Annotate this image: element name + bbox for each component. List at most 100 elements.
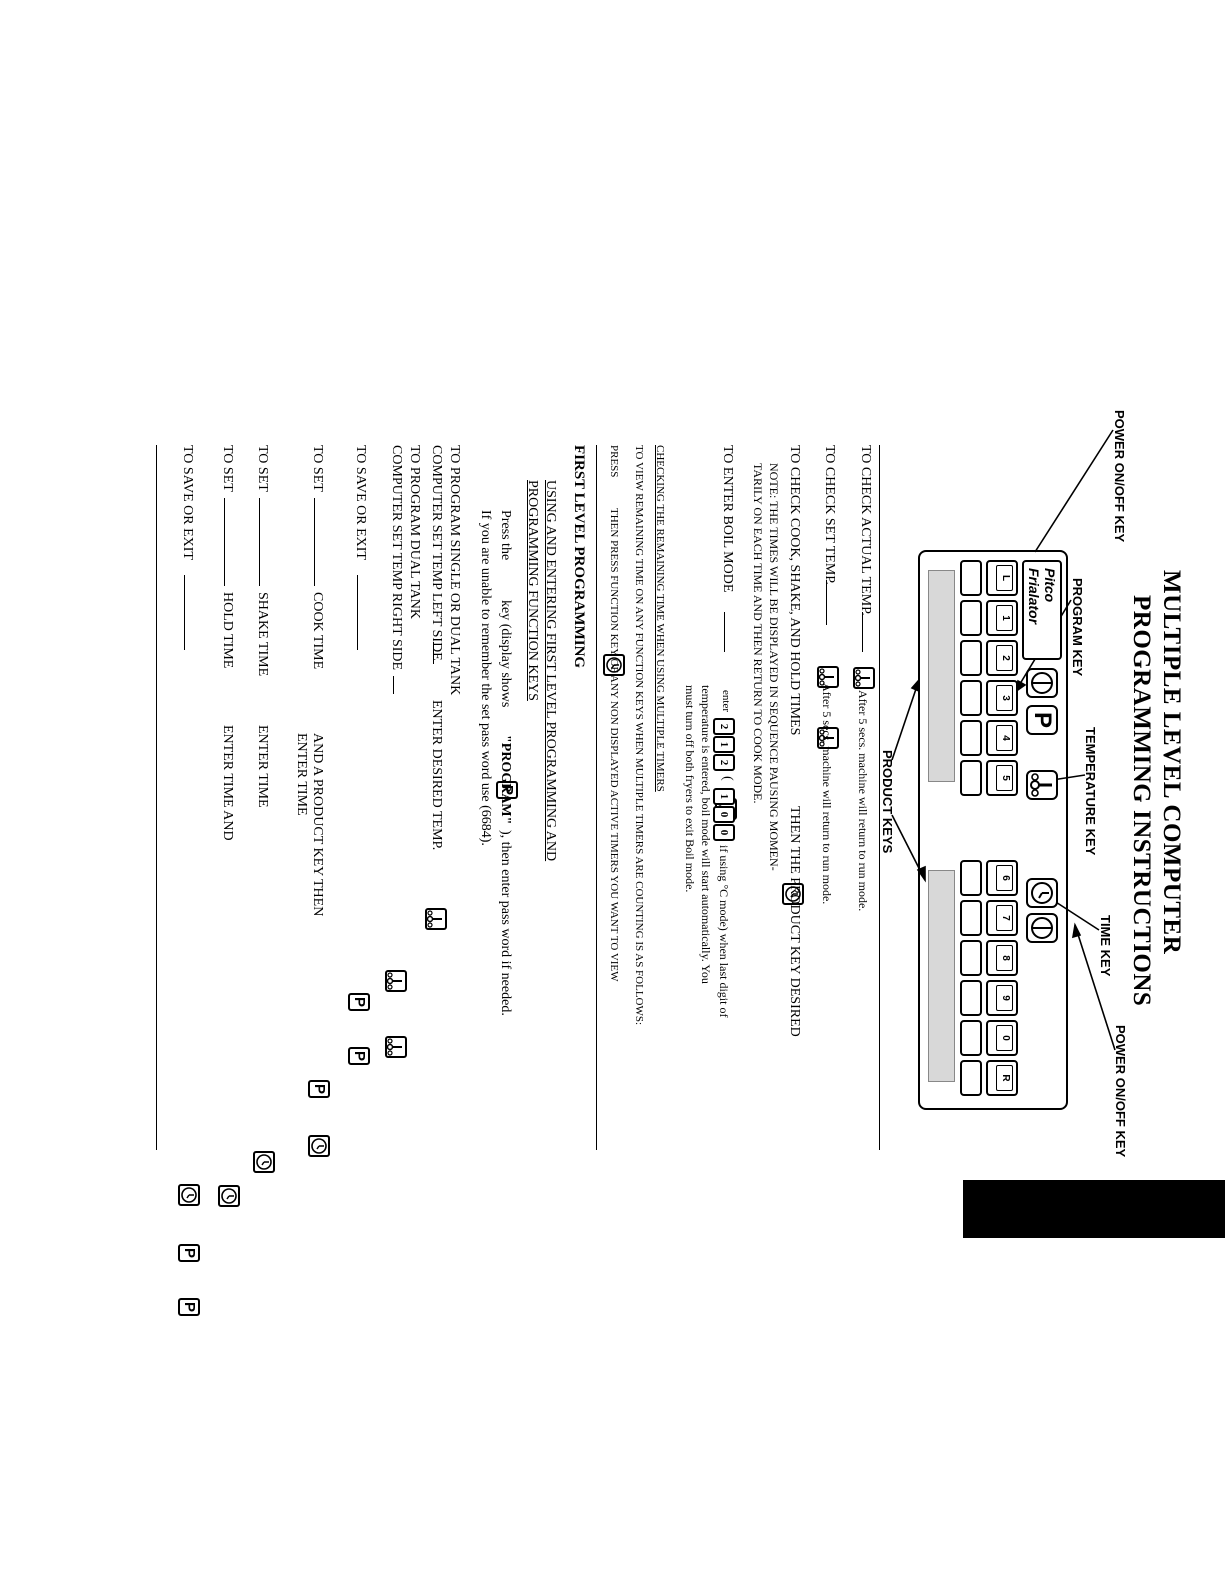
temperature-key-icon <box>817 727 839 749</box>
product-key-6[interactable]: 6 <box>986 860 1018 896</box>
boil-enter: enter <box>720 690 732 712</box>
power-key-right[interactable] <box>1026 913 1058 943</box>
product-key-2[interactable]: 2 <box>986 640 1018 676</box>
program-key[interactable]: P <box>1026 705 1058 735</box>
product-key-8[interactable]: 8 <box>986 940 1018 976</box>
product-key-l[interactable]: L <box>986 560 1018 596</box>
leader-line <box>357 575 358 650</box>
divider <box>156 445 157 1150</box>
product-key-7[interactable]: 7 <box>986 900 1018 936</box>
timers-header: CHECKING THE REMAINING TIME WHEN USING M… <box>654 445 666 792</box>
first-level-header: FIRST LEVEL PROGRAMMING <box>571 445 587 669</box>
blank-key[interactable] <box>960 1020 982 1056</box>
program-key-icon: P <box>348 993 370 1011</box>
blank-key[interactable] <box>960 640 982 676</box>
blank-key[interactable] <box>960 860 982 896</box>
prog-dual-2: COMPUTER SET TEMP RIGHT SIDE <box>389 445 404 671</box>
blank-key[interactable] <box>960 720 982 756</box>
program-key-icon: P <box>308 1080 330 1098</box>
key-text: key (display shows <box>498 600 513 708</box>
program-key-letter: P <box>311 1083 328 1094</box>
product-key-9[interactable]: 9 <box>986 980 1018 1016</box>
product-key-label: L <box>996 565 1013 591</box>
product-key-label: 6 <box>996 865 1013 891</box>
product-key-label: 7 <box>996 905 1013 931</box>
and-product: AND A PRODUCT KEY THEN <box>310 733 325 917</box>
product-key-label: 5 <box>996 765 1013 791</box>
timers-line2: THEN PRESS FUNCTION KEY OF ANY NON DISPL… <box>608 508 620 982</box>
enter-time-shake: ENTER TIME <box>255 725 270 808</box>
product-key-label: 4 <box>996 725 1013 751</box>
unable-text: If you are unable to remember the set pa… <box>478 510 493 846</box>
product-key-label: 9 <box>996 985 1013 1011</box>
product-key-label: R <box>996 1065 1013 1091</box>
time-key-icon <box>178 1184 200 1206</box>
power-key-left[interactable] <box>1026 668 1058 698</box>
digit-key: 0 <box>713 824 735 841</box>
boil-paren: ( <box>720 776 735 781</box>
blank-key[interactable] <box>960 560 982 596</box>
product-key-1[interactable]: 1 <box>986 600 1018 636</box>
program-key-letter: P <box>351 996 368 1007</box>
program-key-icon: P <box>348 1047 370 1065</box>
digit-label: 2 <box>718 723 730 730</box>
cook-time: COOK TIME <box>310 592 325 670</box>
actual-temp-note: After 5 secs. machine will return to run… <box>856 690 870 912</box>
digit-key: 1 <box>713 788 735 805</box>
to-set-cook: TO SET <box>310 445 325 492</box>
check-set-temp: TO CHECK SET TEMP. <box>822 445 837 586</box>
product-key-5[interactable]: 5 <box>986 760 1018 796</box>
program-key-letter: P <box>181 1247 198 1258</box>
product-key-0[interactable]: 0 <box>986 1020 1018 1056</box>
check-cook-times: TO CHECK COOK, SHAKE, AND HOLD TIMES <box>787 445 802 736</box>
blank-key[interactable] <box>960 900 982 936</box>
temperature-key[interactable] <box>1026 770 1058 800</box>
temperature-key-icon <box>817 666 839 688</box>
cook-note-1: NOTE: THE TIMES WILL BE DISPLAYED IN SEQ… <box>767 463 781 871</box>
product-key-3[interactable]: 3 <box>986 680 1018 716</box>
digit-label: 0 <box>718 811 730 818</box>
time-key[interactable] <box>1026 878 1058 908</box>
temperature-key-icon <box>385 970 407 992</box>
program-key-letter: P <box>351 1050 368 1061</box>
blank-key[interactable] <box>960 1060 982 1096</box>
hold-time: HOLD TIME <box>220 592 235 669</box>
divider <box>596 445 597 1150</box>
logo-line2: Frialator <box>1026 568 1042 625</box>
prog-single: TO PROGRAM SINGLE OR DUAL TANK <box>447 445 462 696</box>
temperature-key-icon <box>385 1036 407 1058</box>
display-left <box>928 570 955 782</box>
blank-key[interactable] <box>960 980 982 1016</box>
logo-line1: Pitco <box>1042 568 1058 603</box>
boil-note-1: if using °C mode) when last digit of <box>717 845 731 1018</box>
product-key-label: 3 <box>996 685 1013 711</box>
product-key-r[interactable]: R <box>986 1060 1018 1096</box>
product-key-label: 0 <box>996 1025 1013 1051</box>
program-key-icon: P <box>178 1244 200 1262</box>
time-key-icon <box>218 1185 240 1207</box>
product-key-4[interactable]: 4 <box>986 720 1018 756</box>
clock-icon <box>1031 882 1053 904</box>
time-key-icon <box>603 654 625 676</box>
blank-key[interactable] <box>960 940 982 976</box>
time-key-icon <box>782 883 804 905</box>
to-set-shake: TO SET <box>255 445 270 492</box>
cook-note-2: TARILY ON EACH TIME AND THEN RETURN TO C… <box>751 463 765 804</box>
power-icon <box>1031 917 1053 939</box>
enter-time-cook: ENTER TIME <box>294 733 309 816</box>
digit-key: 2 <box>713 718 735 735</box>
blank-key[interactable] <box>960 600 982 636</box>
thermometer-icon <box>1030 773 1052 797</box>
digit-label: 0 <box>718 829 730 836</box>
digit-key: 2 <box>713 754 735 771</box>
temperature-key-icon <box>425 908 447 930</box>
digit-label: 2 <box>718 759 730 766</box>
then-enter: ), then enter pass word if needed. <box>498 830 513 1016</box>
shake-time: SHAKE TIME <box>255 592 270 677</box>
boil-note-2: temperature is entered, boil mode will s… <box>699 685 713 984</box>
blank-key[interactable] <box>960 680 982 716</box>
digit-key: 0 <box>713 806 735 823</box>
blank-key[interactable] <box>960 760 982 796</box>
